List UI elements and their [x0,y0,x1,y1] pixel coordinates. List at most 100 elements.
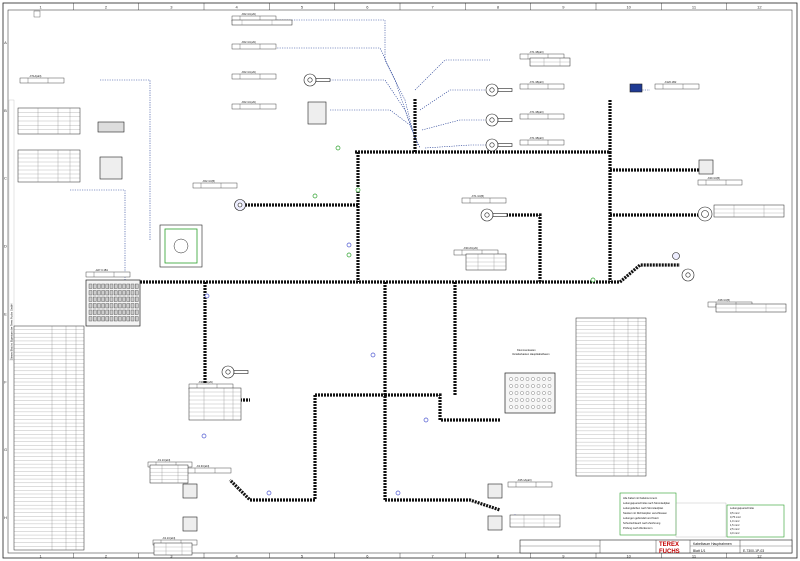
connector-top1: -X02.1C(ahl) [231,12,277,22]
grid-row-B: B [4,108,7,113]
note-line: Alle Kabel mit Kabelnummern [623,496,658,500]
mounting-plate [159,224,203,268]
connector-ref: -X71.1B(ahl) [529,80,544,84]
grid-row-A: A [4,40,7,45]
grid-col-bottom-2: 2 [105,554,108,559]
title-block: TEREX FUCHS Kabelbaum Hauptrahmen E-7300… [519,539,793,555]
grid-col-top-6: 6 [366,5,369,10]
connector-c1: -X71.1C(B) [461,194,507,204]
grid-col-bottom-7: 7 [432,554,435,559]
terminal-box-subtitle: Verteilerkasten Hauptkabelbaum [512,352,550,356]
grid-col-bottom-1: 1 [40,554,43,559]
connector-ref: -X20.1C(B) [707,176,720,180]
connector-ref: -X30.2C(ahl) [463,246,478,250]
legend-line: 0,75 mm² [730,515,741,519]
grid-col-top-9: 9 [562,5,565,10]
grid-row-E: E [4,311,7,316]
connector-ref: -X71.1B(ahl) [529,136,544,140]
grid-col-bottom-10: 10 [626,554,631,559]
connector-top4: -X02.1C(ahl) [231,100,277,110]
grid-col-top-7: 7 [432,5,435,10]
connector-ref: -X120.1B2 [664,80,677,84]
grid-col-top-12: 12 [757,5,762,10]
note-line: Prüfung nach Werksnorm [623,526,652,530]
connector-r2: -X20.1C(B) [697,176,743,186]
terminal-box-title: Klemmenkasten [517,348,536,352]
legend-title: Leitungsquerschnitte [730,506,754,510]
connector-top3: -X02.1C(ahl) [231,70,277,80]
connector-top2: -X02.1C(ahl) [231,40,277,50]
legend-line: 0,5 mm² [730,511,740,515]
grid-col-top-5: 5 [301,5,304,10]
grid-col-top-3: 3 [170,5,173,10]
grid-col-bottom-4: 4 [236,554,239,559]
note-line: Stecker mit Dichtstopfen verschlossen [623,511,668,515]
connector-ref: -X71A(ahl) [29,74,42,78]
grid-row-C: C [4,176,7,181]
connector-mid2: -X71.1B(ahl) [519,80,565,90]
grid-row-H: H [4,515,7,520]
side-note: Dieses Blatt ist Eigentum der Terex Fuch… [8,99,15,361]
drawing-number: E-7300-1P-03 [743,549,764,553]
connector-mid4: -X71.1B(ahl) [519,136,565,146]
connector-k1: -X71A(ahl) [19,74,65,84]
brand-terex: TEREX [659,542,679,548]
pin-table-left-top [17,19,787,556]
grid-col-top-11: 11 [692,5,697,10]
grid-row-F: F [4,379,7,384]
connector-ref: -X02.1C(ahl) [241,100,256,104]
ring-terminals [221,73,713,379]
corner-mark [33,10,41,18]
pin-table-left [13,325,85,551]
note-line: Leitungsfarben nach Stromlaufplan [623,506,664,510]
connector-mid3: -X71.1B(ahl) [519,110,565,120]
side-note-box [8,99,15,361]
legend-line: 4,0 mm² [730,531,740,535]
connector-ref: -X02.1C(B) [202,179,215,183]
drawing-title: Kabelbaum Hauptrahmen [693,542,732,546]
note-line: Leitungen gebündelt und fixiert [623,516,659,520]
spec-text [675,502,727,538]
grid-col-top-4: 4 [236,5,239,10]
connector-br1: -X25.1A(ahl) [507,478,553,488]
connector-mid1: -X71.1B(ahl) [519,50,565,60]
grid-col-bottom-8: 8 [497,554,500,559]
grid-row-G: G [4,447,7,452]
terminal-box: Klemmenkasten Verteilerkasten Hauptkabel… [504,348,556,414]
note-line: Schutzschlauch nach Zeichnung [623,521,661,525]
grid-col-bottom-3: 3 [170,554,173,559]
connector-ref: -X2.1C(ahl) [162,536,175,540]
grid-col-top-8: 8 [497,5,500,10]
brand-fuchs: FUCHS [659,549,680,555]
ecu-module [85,279,141,327]
connector-ref: -A07.0.1B1 [95,268,109,272]
pin-table-right [575,317,647,477]
legend-line: 1,5 mm² [730,523,740,527]
connector-ref: -X25.1A(ahl) [517,478,532,482]
notes-box: Alle Kabel mit KabelnummernLeitungsquers… [619,492,677,536]
connector-ref: -X2.3C(ahl) [196,464,209,468]
connector-ref: -X28.1C(B) [717,298,730,302]
connector-ecu: -A07.0.1B1 [85,268,131,278]
grid-col-bottom-9: 9 [562,554,565,559]
connector-ref: -X02.1C(ahl) [241,40,256,44]
green-markers [312,145,596,283]
connector-ref: -X71.1B(ahl) [529,110,544,114]
connector-ref: -X1.1C(ahl) [157,458,170,462]
connector-ref: -X71.1B(ahl) [529,50,544,54]
connector-ref: -X02.1C(ahl) [241,12,256,16]
legend-line: 1,0 mm² [730,519,740,523]
side-note-text: Dieses Blatt ist Eigentum der Terex Fuch… [10,304,14,360]
grid-col-top-1: 1 [40,5,43,10]
grid-col-top-10: 10 [626,5,631,10]
grid-col-top-2: 2 [105,5,108,10]
sheet-number: Blatt 1/1 [693,549,706,553]
connector-c2: -X02.1C(B) [192,179,238,189]
grid-row-D: D [4,244,7,249]
connector-bl3: -X2.3C(ahl) [186,464,232,474]
